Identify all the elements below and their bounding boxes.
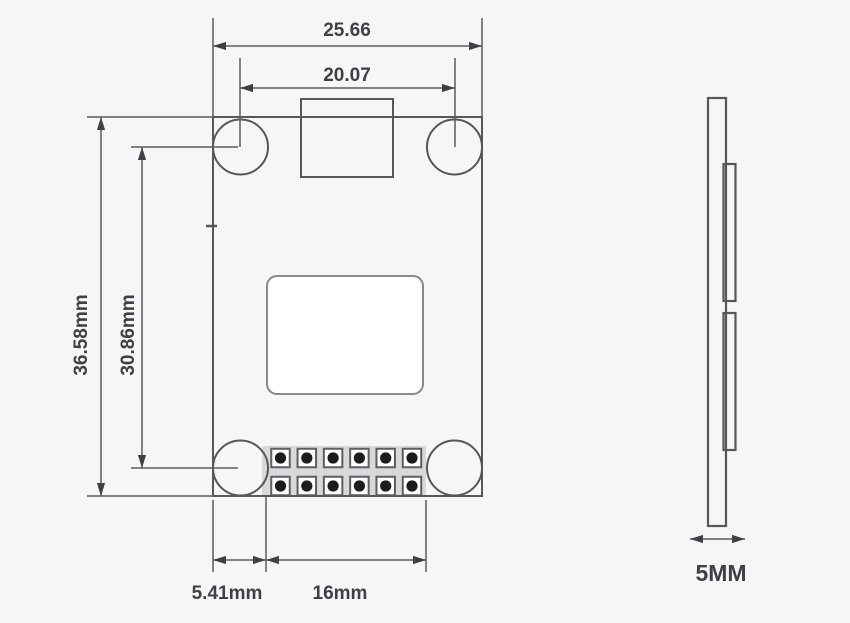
dim-label-thickness: 5MM — [695, 560, 746, 586]
pin-hole — [301, 452, 313, 464]
pin-hole — [406, 480, 418, 492]
top-connector-outline — [300, 98, 394, 178]
dimension-pin-block: 5.41mm 16mm — [192, 497, 427, 604]
dimension-board-height: 36.58mm — [71, 116, 263, 497]
dimension-hole-spacing-height: 30.86mm — [118, 146, 238, 469]
board-outline — [212, 116, 483, 497]
pin-hole — [327, 480, 339, 492]
pin-hole — [327, 452, 339, 464]
center-module-outline — [266, 275, 424, 395]
dimension-board-width: 25.66 — [212, 18, 483, 117]
pin-hole — [301, 480, 313, 492]
pin-hole — [353, 480, 365, 492]
pin-hole — [274, 452, 287, 464]
side-component-bottom — [722, 311, 737, 452]
side-view: 5MM — [690, 96, 747, 586]
pin-hole — [380, 452, 392, 464]
pin-hole — [274, 480, 287, 492]
front-view — [206, 98, 483, 497]
pin-hole — [353, 452, 365, 464]
dim-label-board-width: 25.66 — [323, 20, 371, 41]
pin-hole — [380, 480, 392, 492]
mounting-hole-bottom-right — [426, 439, 483, 497]
dim-label-pin-offset: 5.41mm — [192, 583, 263, 604]
dimension-hole-spacing-width: 20.07 — [239, 58, 456, 147]
dim-label-pin-width: 16mm — [313, 583, 368, 604]
dim-label-board-height: 36.58mm — [71, 294, 92, 375]
pin-hole — [406, 452, 418, 464]
dim-label-hole-spacing-width: 20.07 — [323, 65, 371, 86]
side-component-top — [722, 162, 737, 303]
dim-label-hole-spacing-height: 30.86mm — [118, 294, 139, 375]
pin-grid — [270, 447, 423, 497]
